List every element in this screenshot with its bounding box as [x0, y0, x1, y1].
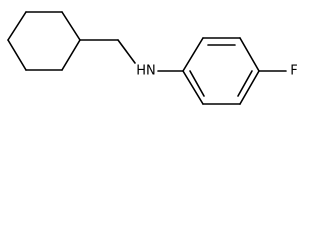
double-bond-inner — [189, 70, 205, 97]
benzene-ring — [182, 37, 260, 105]
ring-bond — [239, 70, 260, 105]
cyclohexane-ring — [7, 11, 81, 71]
ring-bond — [182, 70, 204, 105]
ring-bond — [61, 39, 81, 71]
ring-bond — [239, 37, 260, 72]
fluorine-label: F — [290, 64, 297, 79]
double-bond-inner — [237, 70, 253, 97]
methylene-linker — [79, 39, 136, 64]
ring-bond — [7, 11, 27, 41]
ring-bond — [61, 11, 81, 41]
ch2-to-n-bond — [117, 39, 136, 64]
ring-bond — [7, 39, 27, 71]
structure-diagram: HN F — [0, 0, 310, 111]
molecule-drawing: HN F — [7, 11, 298, 105]
amine-label: HN — [136, 64, 156, 79]
ring-bond — [182, 37, 204, 72]
